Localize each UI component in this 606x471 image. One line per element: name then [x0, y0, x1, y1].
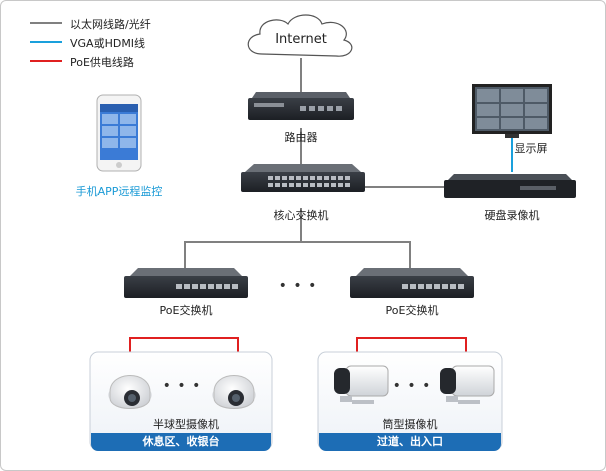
core-switch-label: 核心交换机	[273, 209, 329, 222]
dome-camera-icon	[212, 375, 256, 409]
poe-links	[129, 337, 467, 360]
router-icon	[248, 92, 354, 120]
nvr-icon	[444, 174, 576, 198]
legend	[30, 22, 62, 62]
internet-label: Internet	[275, 32, 327, 47]
internet-cloud-icon	[247, 14, 353, 57]
zone-right-label: 过道、出入口	[319, 433, 501, 451]
poe-switch-right-icon	[350, 268, 474, 298]
ethernet-links	[184, 58, 444, 270]
core-switch-icon	[241, 164, 365, 192]
poe-switch-left-icon	[124, 268, 248, 298]
poe-switch-left-label: PoE交换机	[159, 304, 213, 317]
bullet-camera-icon	[334, 365, 389, 404]
dome-camera-label: 半球型摄像机	[153, 418, 219, 431]
legend-ethernet-label: 以太网线路/光纤	[70, 18, 151, 31]
legend-poe-label: PoE供电线路	[70, 56, 134, 69]
bullet-camera-icon	[440, 365, 495, 404]
legend-video-label: VGA或HDMI线	[70, 37, 146, 50]
poe-switch-right-label: PoE交换机	[385, 304, 439, 317]
monitor-label: 显示屏	[514, 142, 548, 155]
more-dome-cameras-ellipsis: • • •	[162, 378, 202, 394]
router-label: 路由器	[284, 131, 318, 144]
phone-icon	[96, 94, 142, 172]
more-switches-ellipsis: • • •	[278, 278, 318, 294]
zone-left-label: 休息区、收银台	[91, 433, 271, 451]
app-label: 手机APP远程监控	[75, 185, 163, 198]
bullet-camera-label: 筒型摄像机	[382, 418, 438, 431]
monitor-icon	[472, 84, 552, 138]
dome-camera-icon	[108, 375, 152, 409]
more-bullet-cameras-ellipsis: • • •	[392, 378, 432, 394]
nvr-label: 硬盘录像机	[484, 209, 540, 222]
